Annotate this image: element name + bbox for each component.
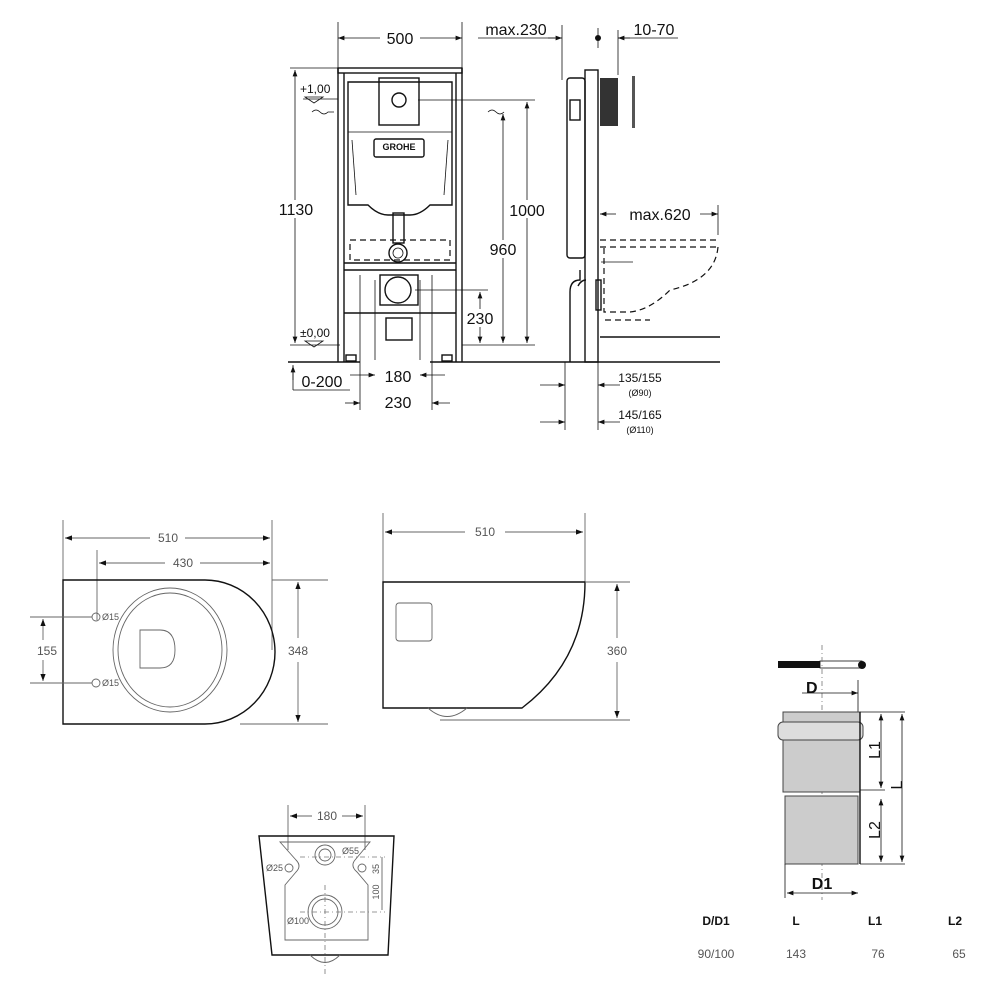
distance-430-label: 430	[173, 556, 193, 570]
table-header-d-d1: D/D1	[702, 914, 730, 928]
offset-0-200-label: 0-200	[302, 374, 343, 391]
dim-145-165-label: 145/165	[618, 408, 662, 422]
bowl-back-view: 180 Ø55 Ø25 Ø100 35 100	[258, 805, 395, 975]
pipe-l2-label: L2	[867, 821, 884, 839]
flush-actuator	[378, 77, 420, 126]
length-510-label: 510	[158, 531, 178, 545]
bowl-side-view: 510 360	[382, 513, 630, 721]
height-1130-label: 1130	[279, 202, 314, 219]
height-960-label: 960	[490, 242, 517, 259]
frame-side-view: max.230 10-70 max.620 135/155 (Ø90) 145/…	[478, 22, 720, 435]
pipe-dimension-table: D/D1 L L1 L2 90/100 143 76 65	[698, 914, 966, 961]
level-top-label: +1,00	[300, 82, 331, 96]
max-230-label: max.230	[485, 22, 546, 39]
frame-front-view: 500 GROHE 1130 +1,00 ±0,00 1000 960 230	[279, 22, 720, 412]
bowl-top-view: 510 430 Ø15 Ø15 155 348	[30, 520, 328, 725]
pipe-l1-label: L1	[867, 741, 884, 759]
hole-55-label: Ø55	[342, 846, 359, 856]
table-value-l: 143	[786, 947, 806, 961]
height-360-label: 360	[607, 644, 627, 658]
hole-100-label: Ø100	[287, 916, 309, 926]
max-620-label: max.620	[629, 207, 690, 224]
dim-110-sub-label: (Ø110)	[626, 425, 653, 435]
pipe-l-label: L	[889, 780, 906, 789]
grohe-logo	[373, 138, 425, 158]
dim-90-sub-label: (Ø90)	[628, 388, 651, 398]
dim-135-155-label: 135/155	[618, 371, 662, 385]
length-510-side-label: 510	[475, 525, 495, 539]
width-500-label: 500	[387, 31, 414, 48]
table-header-l: L	[792, 914, 799, 928]
hole-25-label: Ø25	[266, 863, 283, 873]
connection-pipe-drawing: D L1 L2 L D1	[777, 645, 906, 900]
spacing-180-back-label: 180	[317, 809, 337, 823]
width-348-label: 348	[288, 644, 308, 658]
hole-2-label: Ø15	[102, 678, 119, 688]
pipe-d1-label: D1	[812, 876, 833, 893]
hole-1-label: Ø15	[102, 612, 119, 622]
table-value-l2: 65	[952, 947, 966, 961]
depth-10-70-label: 10-70	[634, 22, 675, 39]
table-header-l2: L2	[948, 914, 962, 928]
table-header-l1: L1	[868, 914, 882, 928]
svg-text:GROHE: GROHE	[382, 142, 415, 152]
pipe-d-label: D	[806, 680, 818, 697]
level-floor-label: ±0,00	[300, 326, 330, 340]
height-1000-label: 1000	[509, 203, 545, 220]
spacing-230-label: 230	[385, 395, 412, 412]
dim-35-label: 35	[371, 864, 381, 874]
table-value-l1: 76	[871, 947, 885, 961]
dim-100-label: 100	[371, 884, 381, 899]
height-230-label: 230	[467, 311, 494, 328]
table-value-d-d1: 90/100	[698, 947, 735, 961]
spacing-180-label: 180	[385, 369, 412, 386]
spacing-155-label: 155	[37, 644, 57, 658]
